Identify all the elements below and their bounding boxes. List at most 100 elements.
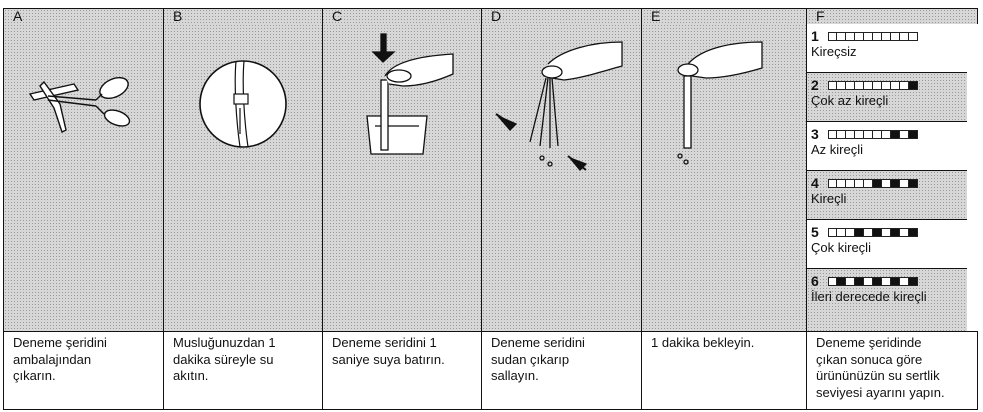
hardness-square: [909, 228, 918, 237]
hardness-square: [882, 32, 891, 41]
level-indicator: [828, 130, 918, 139]
hardness-square: [891, 277, 900, 286]
hardness-square: [909, 179, 918, 188]
hardness-square: [873, 81, 882, 90]
dip-strip-icon: [323, 24, 482, 331]
hardness-square: [900, 81, 909, 90]
instruction-e: 1 dakika bekleyin.: [641, 332, 806, 409]
hardness-square: [909, 130, 918, 139]
hardness-square: [882, 81, 891, 90]
illustration-a: [4, 24, 163, 331]
hardness-square: [837, 179, 846, 188]
level-indicator: [828, 228, 918, 237]
hardness-square: [909, 277, 918, 286]
hardness-square: [909, 81, 918, 90]
level-number: 3: [811, 127, 825, 142]
hardness-square: [846, 130, 855, 139]
shake-strip-icon: [482, 24, 642, 331]
hardness-square: [864, 32, 873, 41]
hardness-square: [837, 228, 846, 237]
hardness-square: [900, 228, 909, 237]
instruction-line: Musluğunuzdan 1: [173, 335, 318, 352]
hardness-square: [846, 179, 855, 188]
instruction-line: akıtın.: [173, 368, 318, 385]
level-indicator: [828, 81, 918, 90]
hardness-square: [891, 81, 900, 90]
hardness-square: [891, 130, 900, 139]
hardness-square: [855, 32, 864, 41]
hardness-square: [846, 228, 855, 237]
instruction-line: ambalajından: [13, 352, 159, 369]
hardness-square: [837, 81, 846, 90]
hardness-square: [909, 32, 918, 41]
level-indicator: [828, 277, 918, 286]
column-header-e: E: [641, 9, 806, 24]
hardness-level-5: 5 Çok kireçli: [807, 220, 967, 269]
column-header-c: C: [322, 9, 481, 24]
hardness-square: [900, 277, 909, 286]
hardness-square: [828, 277, 837, 286]
hardness-square: [828, 81, 837, 90]
hardness-square: [882, 228, 891, 237]
instruction-line: Deneme seridini 1: [332, 335, 477, 352]
hardness-square: [864, 277, 873, 286]
hardness-square: [891, 228, 900, 237]
hardness-level-1: 1 Kireçsiz: [807, 24, 967, 73]
level-label: İleri derecede kireçli: [811, 290, 967, 304]
hardness-square: [891, 32, 900, 41]
instruction-line: dakika süreyle su: [173, 352, 318, 369]
hardness-square: [855, 277, 864, 286]
instruction-line: çıkan sonuca göre: [816, 352, 974, 369]
hardness-square: [846, 32, 855, 41]
hardness-square: [837, 277, 846, 286]
scissors-icon: [4, 24, 163, 331]
instruction-line: seviyesi ayarını yapın.: [816, 385, 974, 402]
hardness-square: [828, 130, 837, 139]
hardness-square: [900, 179, 909, 188]
hardness-square: [864, 81, 873, 90]
level-number: 4: [811, 176, 825, 191]
column-header-f: F: [806, 9, 978, 24]
level-number: 2: [811, 78, 825, 93]
instruction-line: sudan çıkarıp: [491, 352, 637, 369]
level-label: Kireçsiz: [811, 45, 967, 59]
hardness-square: [864, 179, 873, 188]
level-label: Çok az kireçli: [811, 94, 967, 108]
level-number: 5: [811, 225, 825, 240]
hardness-square: [864, 130, 873, 139]
instruction-line: çıkarın.: [13, 368, 159, 385]
hardness-square: [828, 32, 837, 41]
column-header-d: D: [481, 9, 641, 24]
column-header-a: A: [4, 9, 163, 24]
hardness-square: [891, 179, 900, 188]
hardness-square: [864, 228, 873, 237]
faucet-icon: [164, 24, 323, 331]
instruction-line: sallayın.: [491, 368, 637, 385]
hardness-square: [828, 179, 837, 188]
hardness-square: [846, 81, 855, 90]
hardness-square: [873, 179, 882, 188]
illustration-d: [481, 24, 641, 331]
hold-strip-icon: [642, 24, 807, 331]
instruction-line: Deneme seridini: [491, 335, 637, 352]
hardness-square: [873, 228, 882, 237]
hardness-square: [873, 130, 882, 139]
instruction-line: ürününüzün su sertlik: [816, 368, 974, 385]
instruction-line: Deneme şeridini: [13, 335, 159, 352]
illustration-c: [322, 24, 481, 331]
hardness-square: [882, 130, 891, 139]
hardness-square: [882, 179, 891, 188]
column-header-b: B: [163, 9, 322, 24]
instruction-table: A B C D E F: [3, 8, 978, 410]
level-label: Kireçli: [811, 192, 967, 206]
level-label: Çok kireçli: [811, 241, 967, 255]
level-label: Az kireçli: [811, 143, 967, 157]
hardness-scale: 1 Kireçsiz 2 Çok az kireçli 3 Az kireçli…: [806, 24, 978, 331]
level-number: 1: [811, 29, 825, 44]
level-indicator: [828, 32, 918, 41]
hardness-square: [855, 228, 864, 237]
